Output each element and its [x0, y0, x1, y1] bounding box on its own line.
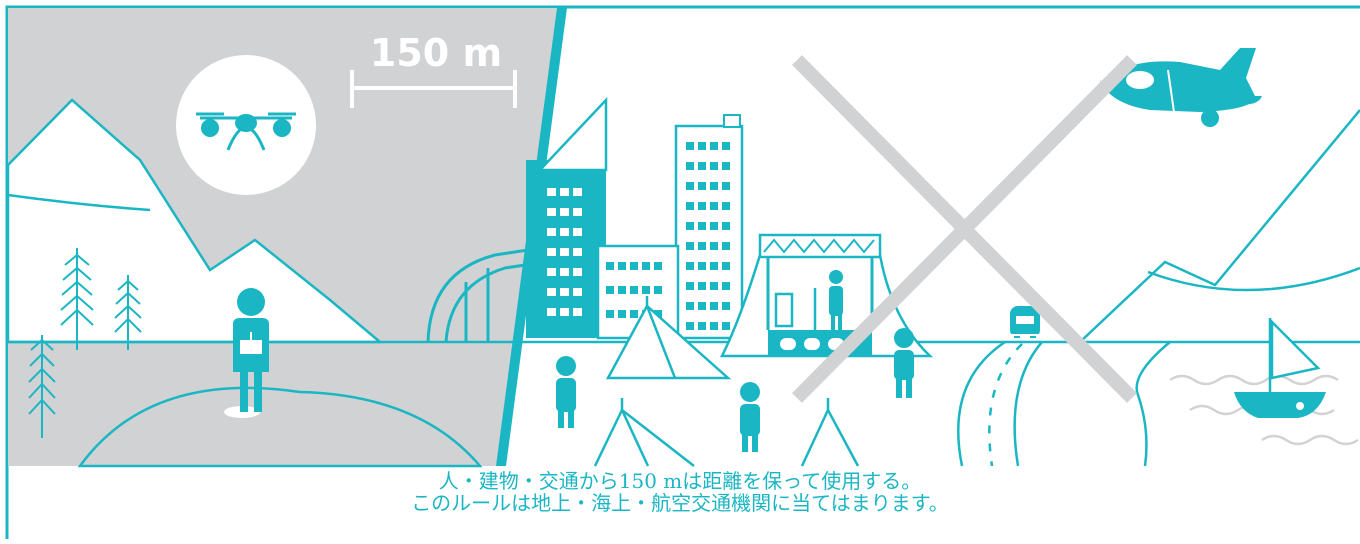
person-icon	[556, 356, 576, 428]
road	[957, 340, 1043, 467]
caption-line-1: 人・建物・交通から150 mは距離を保って使用する。	[438, 469, 922, 493]
bridge	[426, 248, 529, 343]
tree-icon	[28, 335, 56, 438]
river-bank	[1135, 341, 1171, 467]
sailboat-icon	[1234, 318, 1326, 418]
right-mountains	[1079, 109, 1360, 343]
cross-icon	[792, 55, 1137, 403]
tree-icon	[114, 275, 142, 350]
caption-line-2: このルールは地上・海上・航空交通機関に当てはまります。	[411, 491, 949, 515]
building-icon	[526, 96, 608, 338]
hill	[77, 386, 483, 468]
tent-icon	[605, 296, 732, 380]
scale-label: 150 m	[370, 31, 502, 75]
building-icon	[674, 114, 744, 340]
drone-icon	[176, 55, 316, 195]
tent-icon	[593, 398, 695, 467]
scale-bar	[350, 70, 517, 108]
caption: 人・建物・交通から150 mは距離を保って使用する。 このルールは地上・海上・航…	[0, 470, 1360, 514]
airplane-icon	[1100, 48, 1262, 127]
person-icon	[740, 382, 760, 452]
stage-icon	[719, 233, 934, 358]
tree-icon	[60, 248, 94, 350]
car-icon	[1010, 306, 1040, 340]
tent-icon	[800, 398, 860, 467]
person-icon	[224, 288, 269, 418]
grey-sky	[8, 8, 563, 466]
frame	[5, 5, 1360, 539]
person-icon	[894, 328, 914, 398]
